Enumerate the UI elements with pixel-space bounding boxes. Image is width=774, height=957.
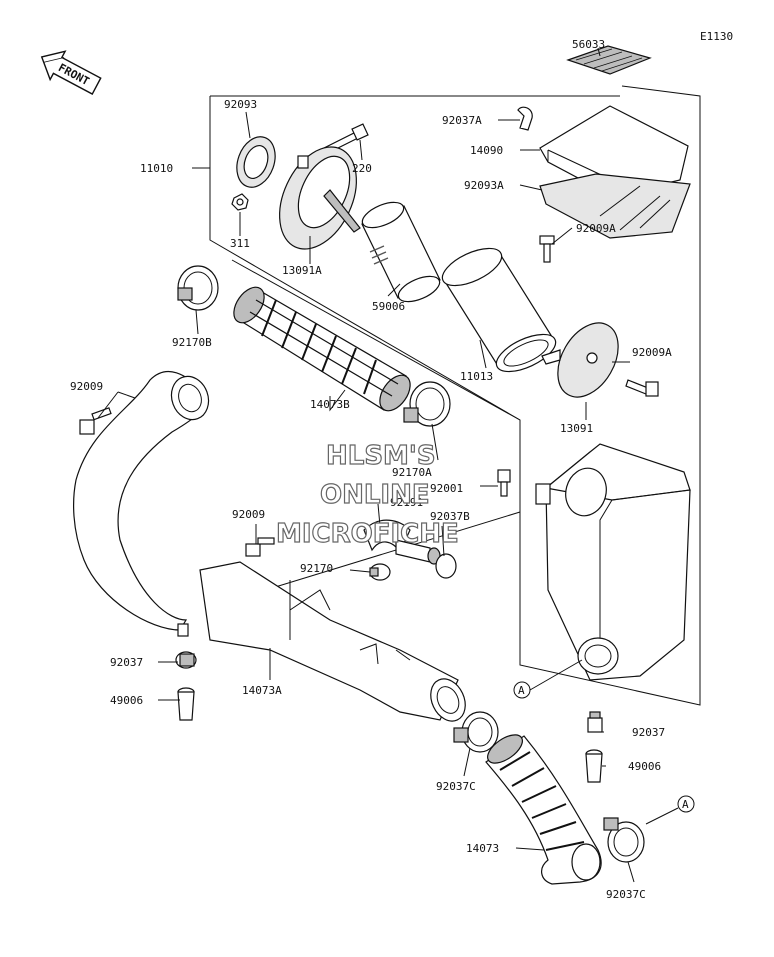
label-56033: 56033 (572, 38, 605, 51)
ref-marker-a-upper: A (513, 659, 583, 699)
part-airbox (535, 443, 691, 681)
part-92037-clip-left (175, 651, 197, 669)
label-92037C-left: 92037C (436, 780, 476, 793)
part-14073A-duct (199, 561, 466, 722)
part-13091A-holder (279, 146, 361, 250)
label-92001: 92001 (430, 482, 463, 495)
part-92170-clamp (369, 563, 391, 581)
part-92009-bolt-mid (245, 537, 275, 557)
label-220: 220 (352, 162, 372, 175)
label-14073A: 14073A (242, 684, 282, 697)
label-59006: 59006 (372, 300, 405, 313)
part-14073-duct (485, 734, 602, 885)
part-92170B-clamp (177, 265, 219, 311)
label-92170: 92170 (300, 562, 333, 575)
part-92093A-seal (539, 173, 691, 239)
ref-marker-a-lower: A (645, 795, 695, 825)
ref-marker-text: A (682, 798, 689, 811)
part-49006-cap-right (585, 749, 603, 783)
label-92009-top: 92009 (70, 380, 103, 393)
label-13091: 13091 (560, 422, 593, 435)
label-92009-mid: 92009 (232, 508, 265, 521)
diagram-code: E1130 (700, 30, 733, 43)
part-labels: 56033 92037A 14090 92093A 92093 220 1101… (70, 38, 672, 901)
label-11010: 11010 (140, 162, 173, 175)
label-311: 311 (230, 237, 250, 250)
part-14073B-duct (233, 286, 411, 412)
label-92037-left: 92037 (110, 656, 143, 669)
part-59006-element (361, 201, 441, 303)
part-intake-duct-left (73, 370, 210, 637)
watermark-line-1: HLSM'S (326, 441, 436, 471)
part-49006-cap-left (177, 687, 195, 721)
label-92093: 92093 (224, 98, 257, 111)
part-311-nut (231, 193, 249, 211)
watermark: HLSM'S ONLINE MICROFICHE (275, 440, 459, 549)
leader-lines (97, 47, 635, 883)
label-92009A-bottom: 92009A (632, 346, 672, 359)
label-92170A: 92170A (392, 466, 432, 479)
label-49006-right: 49006 (628, 760, 661, 773)
label-92037B: 92037B (430, 510, 470, 523)
part-92037A-clip (517, 106, 533, 131)
label-14073B: 14073B (310, 398, 350, 411)
ref-marker-text: A (518, 684, 525, 697)
part-56033-pad (566, 45, 652, 75)
label-92037C-right: 92037C (606, 888, 646, 901)
part-92093-gasket (236, 136, 276, 188)
part-92037B-clip (435, 553, 457, 579)
label-92170B: 92170B (172, 336, 212, 349)
part-92009A-bolt-top (539, 235, 555, 263)
part-92009A-bolt-bottom (625, 379, 659, 397)
label-92037-right: 92037 (632, 726, 665, 739)
label-92037A: 92037A (442, 114, 482, 127)
front-arrow-icon: FRONT (40, 50, 102, 95)
label-11013: 11013 (460, 370, 493, 383)
watermark-line-3: MICROFICHE (276, 519, 459, 549)
part-92170A-clamp (403, 381, 451, 427)
watermark-line-2: ONLINE (320, 480, 430, 510)
label-92093A: 92093A (464, 179, 504, 192)
part-92037-clip-right (587, 711, 603, 733)
label-13091A: 13091A (282, 264, 322, 277)
part-13091-plate (541, 322, 619, 398)
assembly-bracket-outline (209, 85, 701, 706)
part-11013-element (441, 247, 557, 373)
label-14090: 14090 (470, 144, 503, 157)
part-92037C-clamp-right (603, 817, 645, 863)
part-92037C-clamp-left (453, 711, 499, 753)
part-92001-bolt (497, 469, 511, 497)
label-14073: 14073 (466, 842, 499, 855)
label-49006-left: 49006 (110, 694, 143, 707)
label-92191: 92191 (390, 496, 423, 509)
label-92009A-top: 92009A (576, 222, 616, 235)
